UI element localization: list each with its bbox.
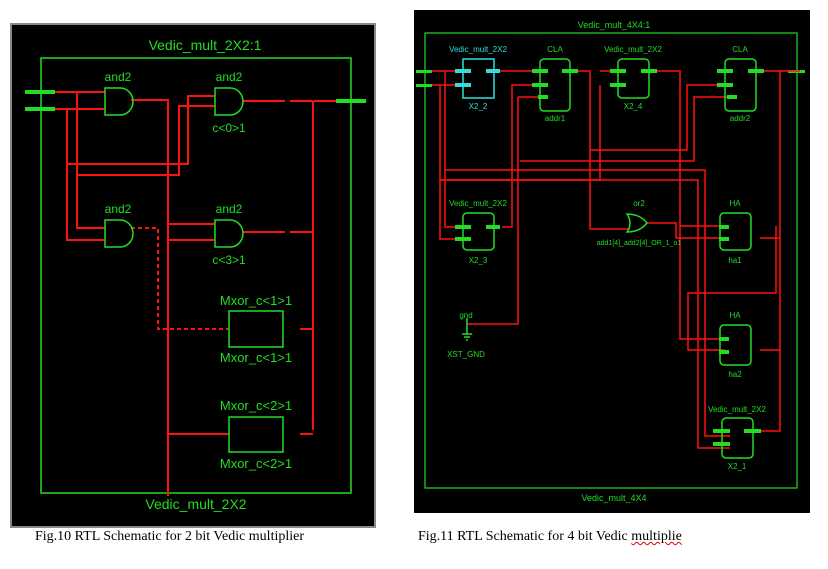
mxor-block (228, 310, 284, 348)
gnd-instance-label: XST_GND (447, 350, 485, 359)
block-type-label: Vedic_mult_2X2 (604, 45, 662, 54)
fig11-schematic: Vedic_mult_4X4:1 Vedic_mult_4X4 (414, 10, 810, 513)
or-gate (625, 213, 648, 233)
block-instance-label: ha2 (728, 370, 742, 379)
vedic-2x2-block (462, 212, 495, 251)
gnd-label: gnd (459, 311, 472, 320)
mxor-instance: Mxor_c<2>1 (220, 456, 292, 471)
block-type-label: Vedic_mult_2X2 (708, 405, 766, 414)
gate-label: and2 (105, 70, 132, 84)
block-type-label: or2 (633, 199, 645, 208)
block-instance-label: X2_3 (469, 256, 488, 265)
block-type-label: CLA (547, 45, 563, 54)
block-instance-label: addr2 (730, 114, 751, 123)
block-type-label: HA (729, 311, 741, 320)
module-bottom-label: Vedic_mult_2X2 (145, 496, 246, 512)
output-port-c (336, 99, 366, 103)
block-instance-label: add1[4]_add2[4]_OR_1_o1 (597, 240, 682, 247)
module-bottom-label: Vedic_mult_4X4 (581, 493, 646, 503)
block-type-label: HA (729, 199, 741, 208)
block-instance-label: X2_2 (469, 102, 488, 111)
input-port-b (25, 90, 55, 94)
vedic-2x2-block-highlighted (462, 58, 495, 99)
vedic-2x2-block (617, 58, 650, 99)
block-instance-label: X2_4 (624, 102, 643, 111)
block-instance-label: ha1 (728, 256, 742, 265)
gate-instance: c<0>1 (212, 121, 246, 135)
gate-label: and2 (216, 70, 243, 84)
module-frame (40, 57, 352, 494)
and-gate (214, 87, 244, 116)
mxor-instance: Mxor_c<1>1 (220, 350, 292, 365)
fig10-schematic: Vedic_mult_2X2:1 Vedic_mult_2X2 (10, 23, 376, 528)
block-type-label: Vedic_mult_2X2 (449, 199, 507, 208)
fig11-caption-text: Fig.11 RTL Schematic for 4 bit Vedic (418, 529, 632, 544)
module-top-label: Vedic_mult_4X4:1 (578, 20, 651, 30)
mxor-label: Mxor_c<2>1 (220, 398, 292, 413)
ground-symbol (462, 318, 472, 341)
ha-block (719, 212, 752, 251)
input-port-a (25, 107, 55, 111)
vedic-2x2-block (721, 417, 754, 459)
wires (432, 70, 800, 449)
and-gate (214, 219, 244, 248)
and-gate (104, 219, 134, 248)
fig11-caption: Fig.11 RTL Schematic for 4 bit Vedic mul… (418, 529, 682, 545)
block-instance-label: addr1 (545, 114, 566, 123)
wires (55, 91, 336, 496)
gate-instance: c<3>1 (212, 253, 246, 267)
gate-label: and2 (216, 202, 243, 216)
block-type-label: CLA (732, 45, 748, 54)
module-frame (424, 32, 798, 489)
block-instance-label: X2_1 (728, 462, 747, 471)
fig10-caption: Fig.10 RTL Schematic for 2 bit Vedic mul… (35, 529, 305, 544)
and-gate (104, 87, 134, 116)
gate-label: and2 (105, 202, 132, 216)
mxor-block (228, 416, 284, 453)
ha-block (719, 324, 752, 366)
module-top-label: Vedic_mult_2X2:1 (149, 37, 262, 53)
fig11-caption-misspelled-word: multiplie (631, 529, 682, 544)
block-type-label: Vedic_mult_2X2 (449, 45, 507, 54)
mxor-label: Mxor_c<1>1 (220, 293, 292, 308)
